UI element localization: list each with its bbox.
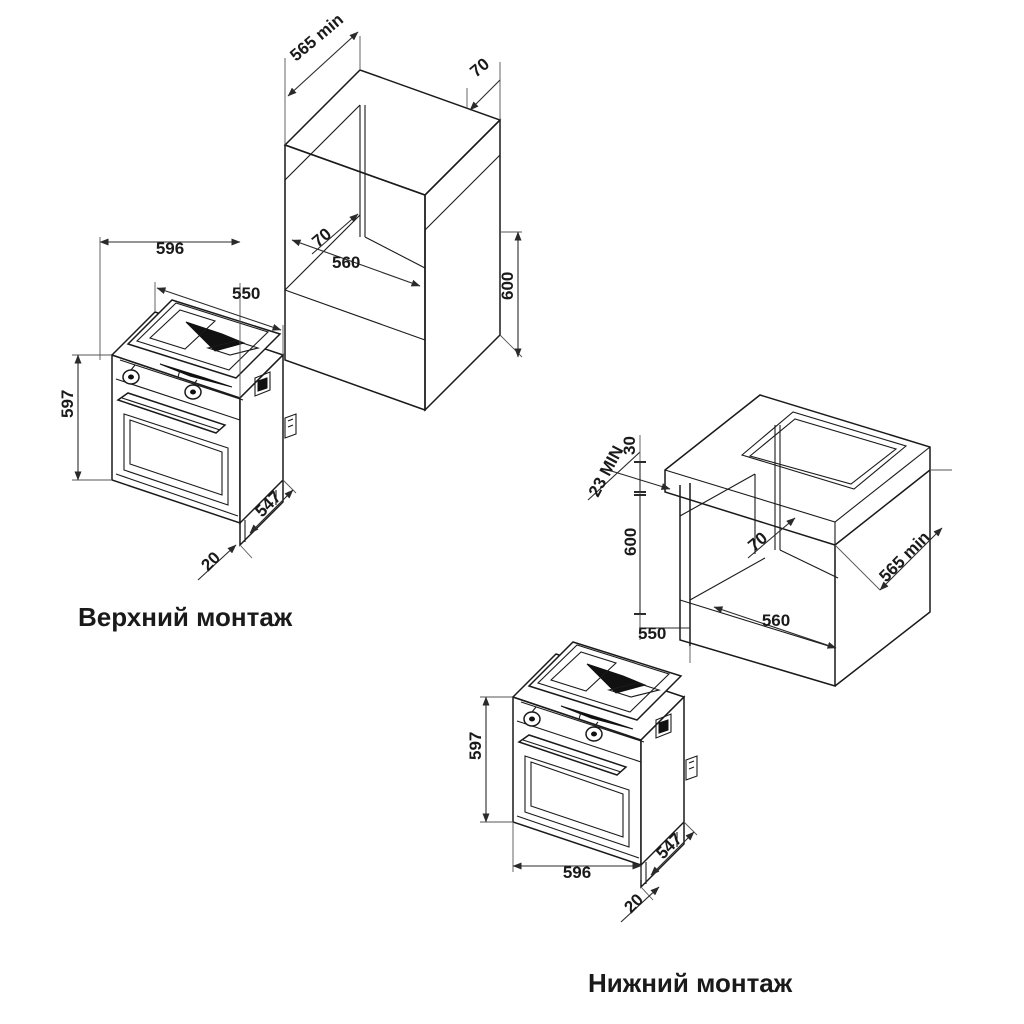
oven-knob-left-2 — [523, 706, 541, 727]
caption-bottom-mount: Нижний монтаж — [588, 968, 793, 998]
dim-600-bottom: 600 — [621, 492, 646, 628]
oven-door-handle — [116, 392, 227, 434]
dim-label-600-b: 600 — [621, 528, 640, 556]
dim-597-top: 597 — [58, 354, 112, 481]
oven-door-handle-2 — [517, 734, 628, 776]
oven-knob-right-2 — [585, 721, 603, 742]
dim-70-top-right: 70 — [466, 54, 501, 120]
dim-600-top: 600 — [498, 231, 523, 358]
dim-label-596-a: 596 — [156, 239, 184, 258]
caption-top-mount: Верхний монтаж — [78, 602, 293, 632]
dim-label-20-a: 20 — [197, 548, 224, 575]
dim-550-bottom: 550 — [638, 614, 691, 663]
dim-label-560-b: 560 — [762, 611, 790, 630]
dim-label-600-a: 600 — [498, 272, 517, 300]
dim-label-70-a: 70 — [466, 54, 493, 81]
oven-knob-right — [184, 379, 202, 400]
dim-20-bottom: 20 — [620, 886, 660, 923]
dim-label-597-b: 597 — [466, 732, 485, 760]
bottom-mount-oven — [511, 641, 698, 889]
dim-label-550-a: 550 — [232, 284, 260, 303]
dim-550-top: 550 — [154, 282, 284, 355]
dim-565min-top: 565 min — [284, 10, 361, 145]
dim-560-bottom: 560 — [713, 606, 837, 649]
dim-label-550-b: 550 — [638, 624, 666, 643]
oven-knob-left — [122, 364, 140, 385]
dim-20-top: 20 — [197, 544, 237, 581]
dim-label-597-a: 597 — [58, 390, 77, 418]
dim-label-560-a: 560 — [332, 253, 360, 272]
dim-label-565min-b: 565 min — [875, 528, 933, 586]
dim-label-30: 30 — [620, 436, 639, 455]
top-mount-oven — [110, 299, 297, 547]
dim-596-bottom: 596 — [512, 822, 642, 882]
dim-560-top: 560 — [291, 239, 421, 287]
dim-label-20-b: 20 — [620, 890, 647, 917]
dim-label-596-b: 596 — [563, 863, 591, 882]
dim-label-565min-a: 565 min — [286, 10, 347, 65]
dim-597-bottom: 597 — [466, 696, 513, 823]
dim-label-70-c: 70 — [744, 528, 771, 555]
dim-30: 30 — [620, 435, 646, 493]
bottom-mount-cabinet — [664, 394, 931, 688]
